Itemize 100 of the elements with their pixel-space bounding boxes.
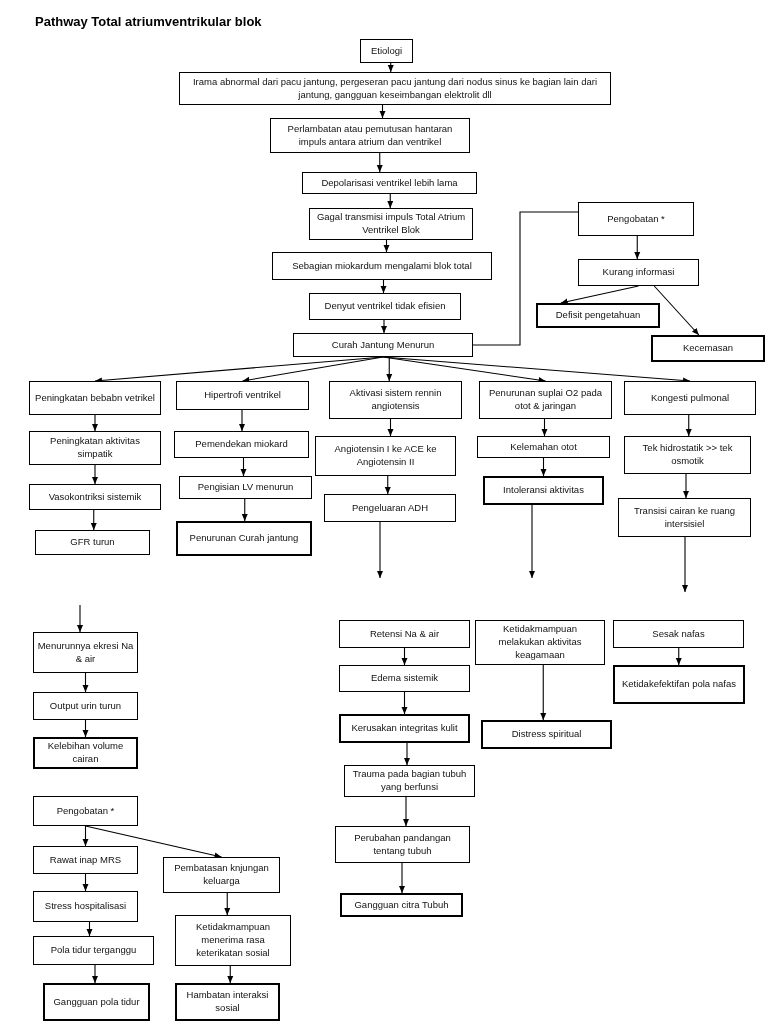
box-text: Pembatasan knjungan keluarga bbox=[173, 862, 270, 888]
box-text: Denyut ventrikel tidak efisien bbox=[324, 300, 446, 313]
box-text: Peningkatan bebabn vetrikel bbox=[35, 391, 155, 405]
box-text: Pemendekan miokard bbox=[195, 438, 288, 451]
arrow bbox=[675, 647, 682, 666]
process-box bbox=[624, 436, 751, 474]
arrow bbox=[682, 536, 688, 593]
box-text: Sebagian miokardum mengalami blok total bbox=[292, 259, 472, 273]
diagram-title: Pathway Total atriumventrikular blok bbox=[35, 14, 262, 29]
diagnosis-box bbox=[651, 335, 765, 362]
process-box bbox=[578, 259, 699, 286]
arrow bbox=[683, 473, 689, 499]
box-text: Penurunan Curah jantung bbox=[189, 532, 299, 545]
process-box bbox=[179, 476, 312, 499]
arrow bbox=[377, 521, 383, 579]
arrow bbox=[541, 418, 548, 437]
box-text: Stress hospitalisasi bbox=[44, 900, 127, 913]
arrow bbox=[379, 104, 386, 119]
box-text: Hipertrofi ventrikel bbox=[204, 389, 281, 402]
box-text: Vasokontriksi sistemik bbox=[48, 490, 142, 504]
process-box bbox=[35, 530, 150, 555]
arrow bbox=[86, 921, 93, 937]
arrow bbox=[387, 193, 394, 209]
box-text: Output urin turun bbox=[49, 699, 122, 713]
box-text: Pola tidur terganggu bbox=[50, 944, 137, 957]
process-box bbox=[29, 484, 161, 510]
box-text: Rawat inap MRS bbox=[49, 853, 122, 867]
process-box bbox=[33, 796, 138, 826]
box-text: Penurunan suplai O2 pada otot & jaringan bbox=[488, 387, 603, 413]
process-box bbox=[315, 436, 456, 476]
box-text: Kurang informasi bbox=[602, 266, 675, 279]
box-text: Kelemahan otot bbox=[510, 440, 577, 454]
process-box bbox=[613, 620, 744, 648]
box-text: Ketidakmampuan melakukan aktivitas keagamaan bbox=[497, 623, 583, 662]
box-text: Perubahan pandangan tentang tubuh bbox=[353, 831, 452, 858]
process-box bbox=[479, 381, 612, 419]
diagnosis-box bbox=[340, 893, 463, 917]
process-box bbox=[302, 172, 477, 194]
arrow bbox=[653, 285, 700, 336]
process-box bbox=[624, 381, 756, 415]
arrow bbox=[382, 356, 691, 384]
diagnosis-box bbox=[483, 476, 604, 505]
box-text: Pengisian LV menurun bbox=[197, 481, 294, 494]
box-text: GFR turun bbox=[70, 536, 115, 549]
process-box bbox=[324, 494, 456, 522]
arrow bbox=[540, 664, 547, 721]
arrow bbox=[383, 239, 390, 253]
arrow bbox=[239, 409, 245, 432]
arrow bbox=[403, 796, 409, 827]
arrow bbox=[560, 285, 640, 305]
arrow bbox=[376, 152, 383, 173]
process-box bbox=[309, 208, 473, 240]
diagnosis-box bbox=[339, 714, 470, 743]
box-text: Gangguan pola tidur bbox=[53, 995, 140, 1009]
process-box bbox=[176, 381, 309, 410]
arrow bbox=[92, 964, 98, 984]
process-box bbox=[335, 826, 470, 863]
process-box bbox=[175, 915, 291, 966]
arrow bbox=[399, 862, 405, 894]
process-box bbox=[163, 857, 280, 893]
box-text: Kongesti pulmonal bbox=[650, 391, 730, 405]
box-text: Peningkatan aktivitas simpatik bbox=[49, 435, 141, 461]
process-box bbox=[475, 620, 605, 665]
arrow bbox=[387, 418, 394, 437]
box-text: Perlambatan atau pemutusan hantaran impuls antara atrium dan ventrikel bbox=[286, 122, 454, 149]
arrow bbox=[384, 475, 391, 495]
arrow bbox=[227, 965, 234, 984]
box-text: Gangguan citra Tubuh bbox=[354, 898, 449, 912]
box-text: Irama abnormal dari pacu jantung, pergeseran pacu jantung dari nodus sinus ke bagian lain dari jantung, gangguan keseimbangan elektrolit dll bbox=[192, 75, 598, 102]
box-text: Kerusakan integritas kulit bbox=[351, 722, 458, 735]
box-text: Ketidakmampuan menerima rasa keterikatan sosial bbox=[195, 921, 271, 960]
process-box bbox=[179, 72, 611, 105]
arrow bbox=[404, 742, 410, 766]
arrow bbox=[241, 498, 248, 522]
process-box bbox=[309, 293, 461, 320]
arrow bbox=[387, 62, 394, 73]
process-box bbox=[174, 431, 309, 458]
diagnosis-box bbox=[43, 983, 150, 1021]
diagnosis-box bbox=[175, 983, 280, 1021]
box-text: Retensi Na & air bbox=[369, 627, 440, 641]
process-box bbox=[33, 632, 138, 673]
box-text: Trauma pada bagian tubuh yang berfunsi bbox=[351, 768, 468, 794]
arrow bbox=[92, 464, 98, 485]
box-text: Sesak nafas bbox=[652, 627, 705, 641]
arrow bbox=[92, 414, 98, 432]
process-box bbox=[270, 118, 470, 153]
box-text: Pengobatan * bbox=[607, 212, 665, 226]
box-text: Curah Jantung Menurun bbox=[331, 338, 435, 352]
process-box bbox=[344, 765, 475, 797]
box-text: Distress spiritual bbox=[511, 728, 582, 741]
arrow bbox=[386, 356, 393, 382]
process-box bbox=[360, 39, 413, 63]
diagnosis-box bbox=[481, 720, 612, 749]
process-box bbox=[477, 436, 610, 458]
arrow bbox=[82, 719, 89, 738]
arrow bbox=[401, 647, 408, 666]
arrow bbox=[82, 825, 89, 847]
arrow bbox=[241, 356, 384, 383]
box-text: Depolarisasi ventrikel lebih lama bbox=[321, 176, 458, 190]
box-text: Etiologi bbox=[370, 44, 403, 58]
